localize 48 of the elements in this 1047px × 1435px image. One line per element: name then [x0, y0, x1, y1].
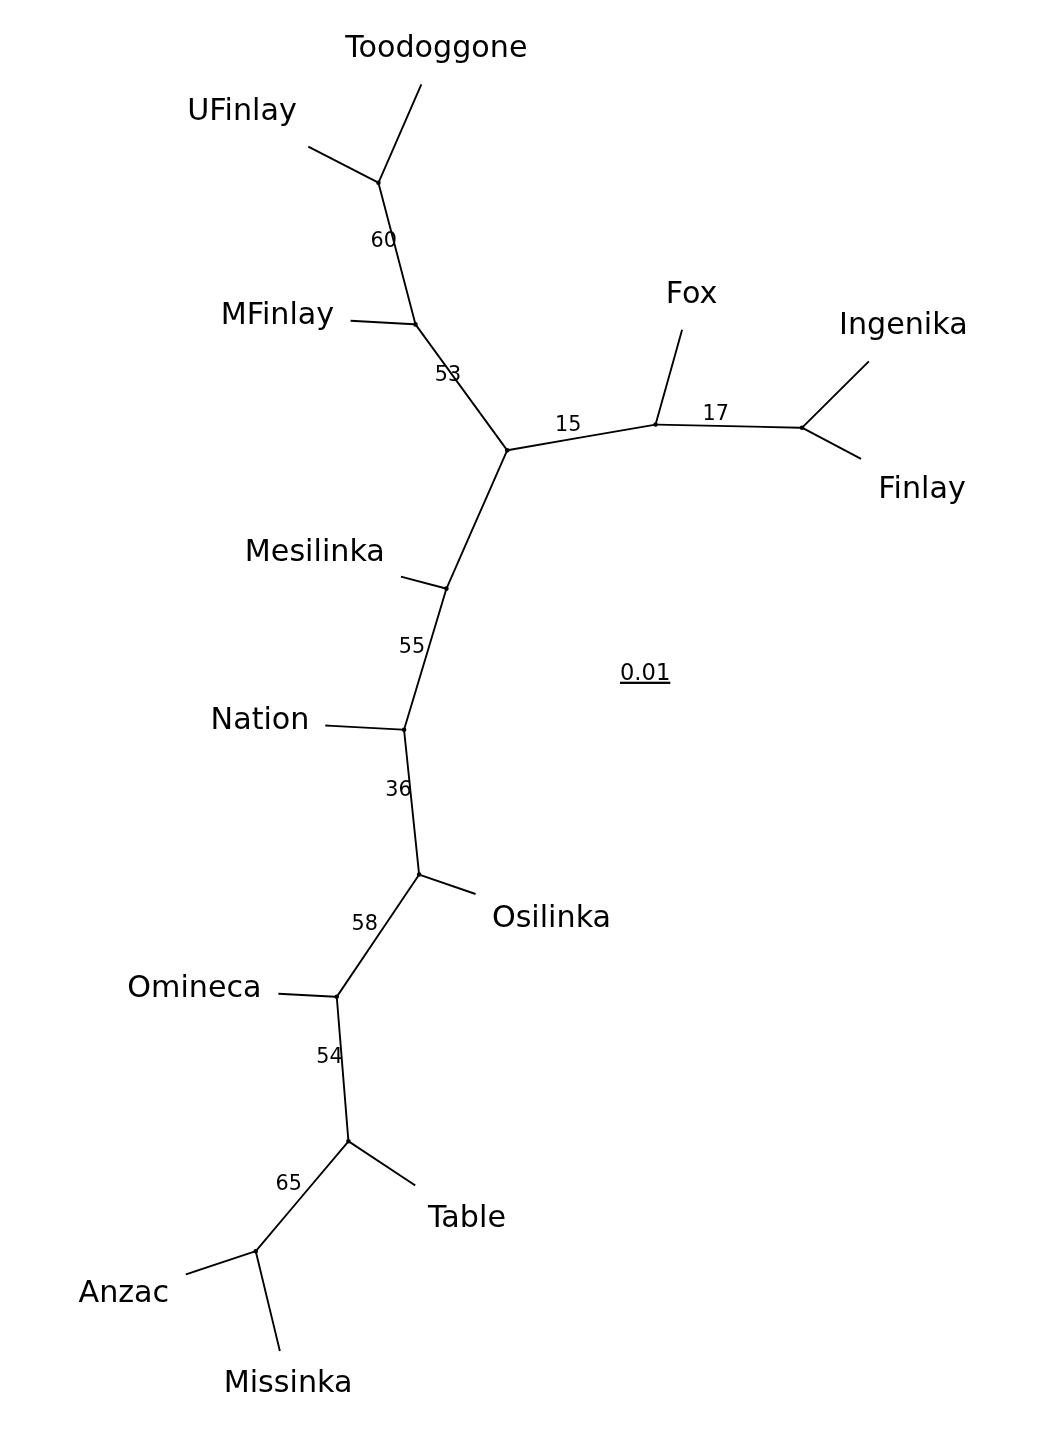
edge-label: 58	[351, 910, 378, 935]
connector	[255, 1251, 281, 1352]
node-point	[413, 322, 418, 327]
connector	[184, 1250, 256, 1276]
node-point	[401, 727, 407, 732]
connector	[399, 575, 446, 590]
node-text: MFinlay	[220, 295, 335, 331]
node-text: Osilinka	[491, 899, 612, 935]
node-point	[346, 1139, 351, 1144]
edge-label: 54	[316, 1044, 343, 1069]
connector	[335, 997, 350, 1141]
connector	[656, 423, 802, 429]
node-text: Omineca	[127, 968, 262, 1004]
node-text: Missinka	[223, 1364, 353, 1400]
node-text: Ingenika	[839, 306, 968, 342]
connector	[802, 360, 870, 428]
edge-label: 36	[385, 777, 412, 802]
node-point	[653, 422, 658, 427]
node-point	[444, 586, 449, 591]
connector	[324, 724, 404, 731]
node-text: Finlay	[878, 470, 966, 506]
node-point	[504, 448, 510, 453]
connector	[377, 183, 416, 324]
connector	[277, 992, 337, 998]
node-point	[416, 872, 422, 877]
edge-label: 65	[275, 1171, 303, 1196]
node-text: Toodoggone	[345, 29, 528, 65]
connector	[349, 319, 415, 326]
edge-label: 55	[398, 634, 426, 659]
connector	[307, 145, 378, 183]
node-point	[376, 180, 381, 186]
connector	[403, 589, 447, 730]
connector	[378, 83, 423, 183]
node-text: Anzac	[78, 1274, 170, 1310]
label: 0.01	[619, 658, 671, 685]
node-text: Nation	[210, 701, 310, 737]
edge-label: 17	[702, 401, 729, 426]
node-text: Fox	[665, 274, 718, 310]
connector	[348, 1141, 417, 1187]
node-point	[334, 994, 340, 1000]
connector	[419, 874, 477, 895]
edge-label: 15	[555, 412, 582, 437]
node-text: UFinlay	[187, 91, 297, 127]
node-point	[799, 425, 805, 430]
node-text: Table	[427, 1198, 506, 1234]
node-text: Mesilinka	[244, 532, 385, 568]
connector	[802, 427, 862, 460]
node-point	[253, 1248, 259, 1254]
